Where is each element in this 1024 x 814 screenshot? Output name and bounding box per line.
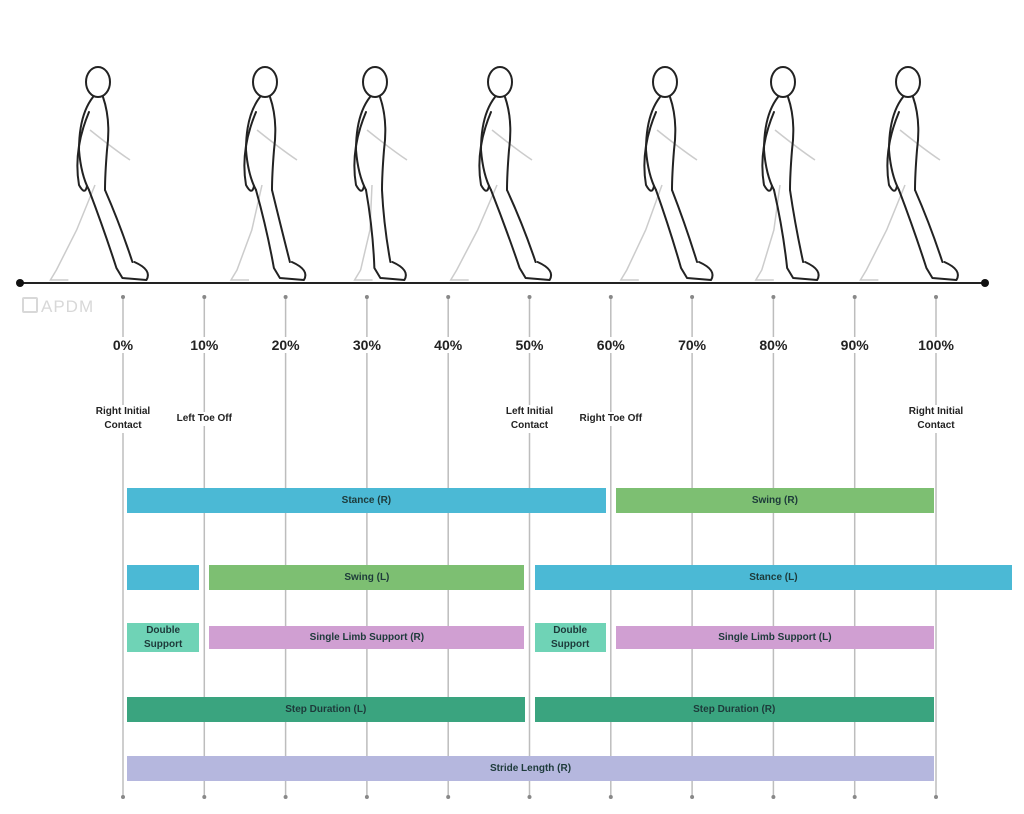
phase-bar- (127, 565, 200, 590)
phase-bar-swing-l: Swing (L) (209, 565, 525, 590)
apdm-logo: APDM (22, 297, 94, 317)
event-label-line2: Contact (917, 420, 955, 431)
tick-dot-bottom (283, 795, 288, 799)
phase-bar-swing-r: Swing (R) (615, 488, 934, 513)
phase-bar-label: Stance (R) (341, 494, 392, 506)
phase-bar-step-duration-l: Step Duration (L) (127, 697, 525, 722)
event-label-line1: Left Initial (505, 406, 554, 417)
walking-figure-icon (859, 66, 959, 281)
phase-bar-label: Single Limb Support (L) (718, 631, 832, 643)
tick-dot-bottom (527, 795, 532, 799)
phase-bar-stance-r: Stance (R) (127, 488, 606, 513)
event-label-line1: Left Toe Off (176, 413, 232, 424)
phase-bar-label: Double Support (143, 624, 183, 650)
percent-label: 10% (174, 337, 235, 353)
tick-dot-top (608, 295, 613, 299)
percent-label: 90% (824, 337, 885, 353)
logo-text: APDM (41, 297, 95, 316)
phase-bar-stride-length-r: Stride Length (R) (127, 756, 934, 781)
percent-label: 0% (93, 337, 153, 353)
tick-dot-top (446, 295, 451, 299)
phase-bar-label: Double Support (550, 624, 590, 650)
percent-label: 70% (662, 337, 723, 353)
tick-dot-top (852, 295, 857, 299)
phase-bar-single-limb-support-r: Single Limb Support (R) (209, 626, 525, 649)
tick-dot-top (364, 295, 369, 299)
phase-bar-label: Step Duration (L) (285, 703, 367, 715)
tick-dot-top (202, 295, 207, 299)
tick-dot-bottom (364, 795, 369, 799)
percent-label: 80% (743, 337, 804, 353)
tick-dot-top (283, 295, 288, 299)
percent-label: 30% (336, 337, 397, 353)
ground-end-dot (981, 279, 989, 287)
tick-dot-bottom (121, 795, 125, 799)
walking-figure-icon (754, 66, 820, 281)
phase-bar-double-support: Double Support (534, 623, 606, 652)
tick-dot-bottom (852, 795, 857, 799)
walking-figure-icon (353, 66, 408, 281)
tick-dot-top (771, 295, 776, 299)
tick-dot-top (121, 295, 125, 299)
tick-dot-top (934, 295, 938, 299)
phase-bar-label: Swing (R) (751, 494, 798, 506)
event-label-line2: Contact (104, 420, 142, 431)
tick-dot-bottom (202, 795, 207, 799)
percent-label: 50% (499, 337, 560, 353)
percent-label: 100% (906, 337, 966, 353)
tick-dot-top (690, 295, 695, 299)
event-label-line1: Right Initial (908, 406, 964, 417)
phase-bar-double-support: Double Support (127, 623, 200, 652)
phase-bar-label: Step Duration (R) (693, 703, 776, 715)
walking-figure-icon (449, 66, 553, 281)
percent-label: 20% (255, 337, 316, 353)
walking-figure-icon (49, 66, 149, 281)
phase-bar-step-duration-r: Step Duration (R) (534, 697, 934, 722)
tick-dot-top (527, 295, 532, 299)
event-label: Right Toe Off (565, 412, 656, 426)
tick-dot-bottom (690, 795, 695, 799)
phase-bar-label: Stride Length (R) (489, 762, 572, 774)
event-label-line1: Right Toe Off (579, 413, 643, 424)
tick-dot-bottom (934, 795, 938, 799)
percent-label: 40% (418, 337, 479, 353)
walking-figure-icon (619, 66, 714, 281)
walking-figure-icon (229, 66, 307, 281)
phase-bar-label: Stance (L) (749, 571, 798, 583)
tick-dot-bottom (608, 795, 613, 799)
event-label: Left Toe Off (159, 412, 250, 426)
tick-dot-bottom (446, 795, 451, 799)
phase-bar-stance-l: Stance (L) (534, 565, 1013, 590)
ground-start-dot (16, 279, 24, 287)
percent-label: 60% (580, 337, 641, 353)
event-label-line1: Right Initial (95, 406, 151, 417)
phase-bar-single-limb-support-l: Single Limb Support (L) (615, 626, 934, 649)
tick-dot-bottom (771, 795, 776, 799)
event-label-line2: Contact (510, 420, 549, 431)
phase-bar-label: Single Limb Support (R) (309, 631, 425, 643)
phase-bar-label: Swing (L) (344, 571, 390, 583)
